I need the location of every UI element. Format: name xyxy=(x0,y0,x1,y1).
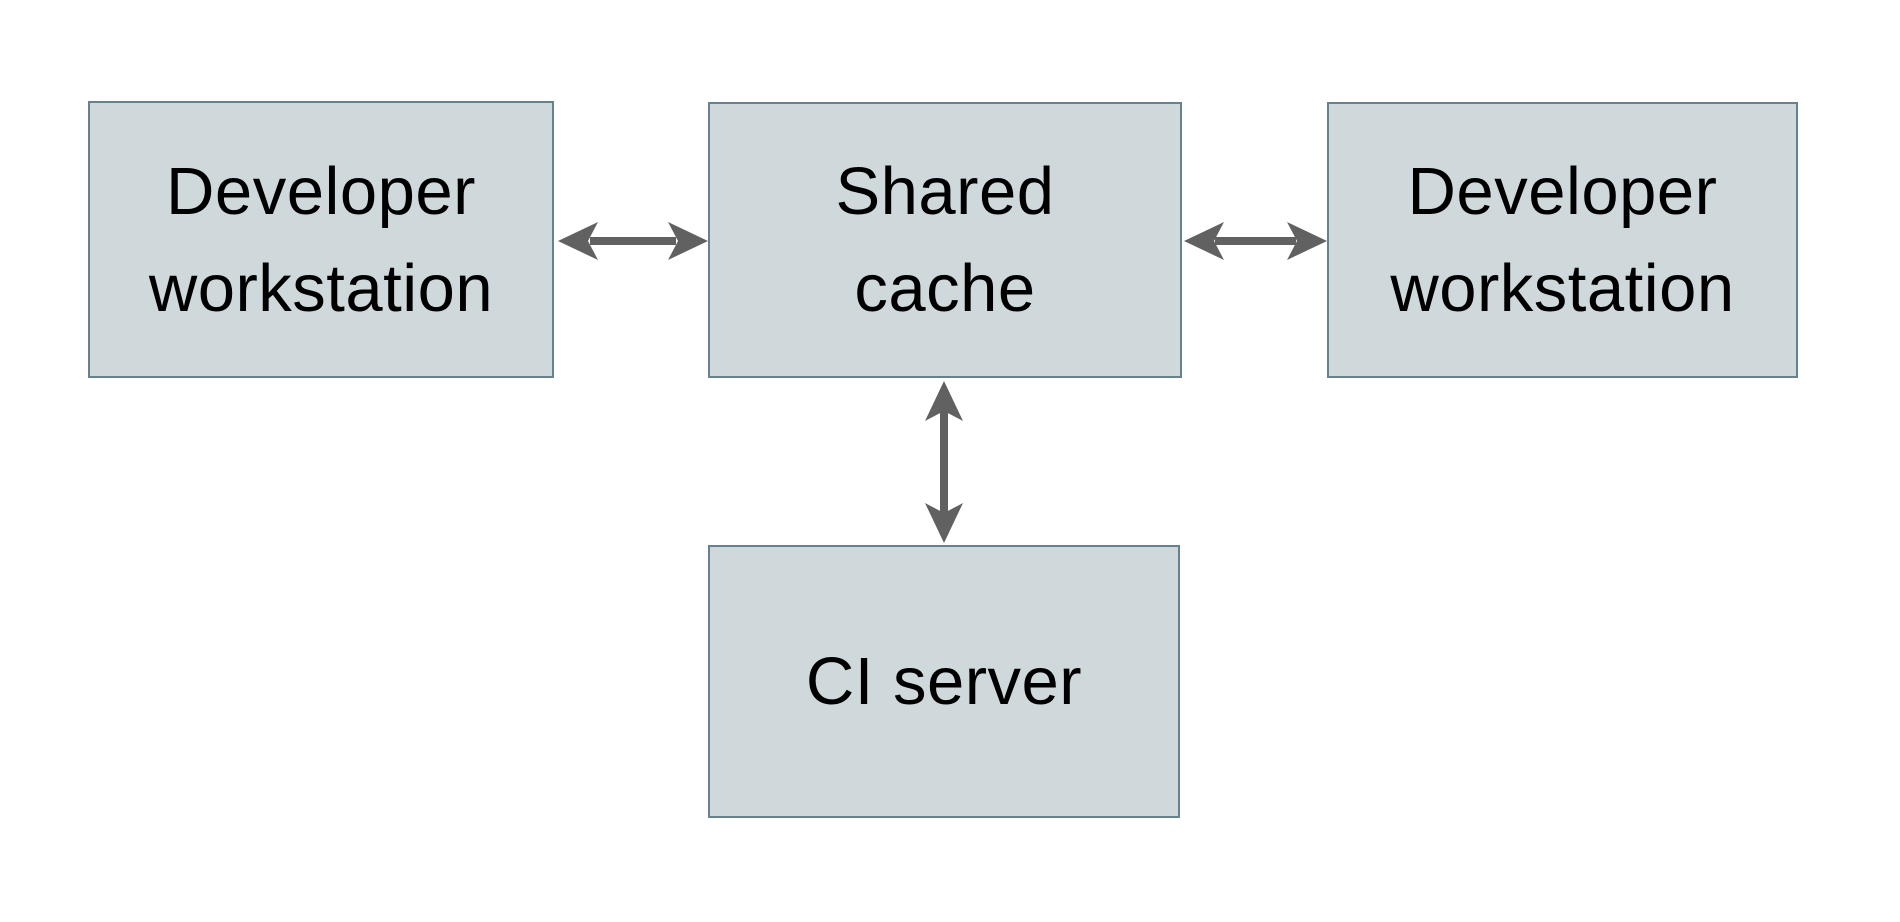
arrow-shared-cache-right-workstation xyxy=(1184,222,1327,260)
label-line: Developer xyxy=(1407,154,1718,229)
node-shared-cache: Shared cache xyxy=(708,102,1182,378)
label-line: Developer xyxy=(166,153,476,229)
node-label-developer-workstation-left: Developer workstation xyxy=(149,143,493,337)
arrow-left-workstation-shared-cache xyxy=(558,222,708,260)
node-developer-workstation-left: Developer workstation xyxy=(88,101,554,378)
node-label-shared-cache: Shared cache xyxy=(835,143,1054,337)
label-line: CI server xyxy=(805,644,1083,719)
label-line: workstation xyxy=(148,250,494,326)
label-line: workstation xyxy=(1390,251,1735,326)
node-ci-server: CI server xyxy=(708,545,1180,818)
node-label-developer-workstation-right: Developer workstation xyxy=(1390,143,1734,337)
node-developer-workstation-right: Developer workstation xyxy=(1327,102,1798,378)
label-line: cache xyxy=(854,251,1036,326)
label-line: Shared xyxy=(835,154,1055,229)
node-label-ci-server: CI server xyxy=(806,633,1082,730)
arrow-shared-cache-ci-server xyxy=(925,381,963,543)
